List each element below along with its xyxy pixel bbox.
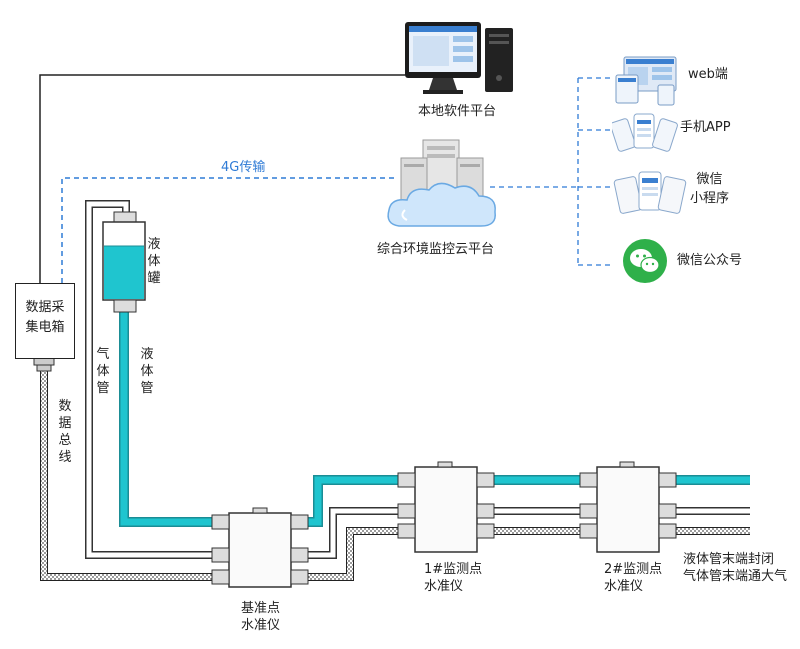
point1-instrument-body [397, 461, 495, 553]
local-platform-label: 本地软件平台 [418, 104, 497, 119]
collector-glands [33, 356, 55, 372]
liquid-tank [102, 211, 146, 313]
wechat-icon [623, 239, 667, 283]
point2-label: 2#监测点 [604, 562, 663, 577]
mini-program-icon [613, 171, 687, 214]
reference-point-label: 基准点 [241, 601, 281, 616]
client-links [490, 77, 612, 266]
web-label: web端 [688, 67, 728, 82]
reference-instrument-label: 水准仪 [241, 618, 281, 633]
4g-transmission-label: 4G传输 [221, 160, 266, 175]
gas-end-note: 气体管末端通大气 [683, 569, 788, 584]
liquid-pipe [119, 310, 750, 527]
4g-link-line [61, 177, 398, 283]
liquid-tank-label: 液体罐 [147, 237, 161, 286]
phone-app-icon [612, 113, 678, 152]
point2-instrument-label: 水准仪 [604, 579, 644, 594]
mini-program-label: 微信 小程序 [690, 172, 730, 206]
server-cloud-icon [387, 139, 496, 227]
data-bus-cable [40, 360, 750, 581]
cloud-platform-label: 综合环境监控云平台 [377, 242, 495, 257]
app-label: 手机APP [680, 120, 731, 135]
liquid-pipe-label: 液体管 [140, 347, 154, 396]
web-screen-icon [615, 56, 677, 106]
data-bus-label: 数据总线 [58, 399, 72, 465]
gas-pipe [85, 200, 750, 559]
gas-pipe-label: 气体管 [96, 347, 110, 396]
official-account-label: 微信公众号 [677, 253, 743, 268]
point1-instrument-label: 水准仪 [424, 579, 464, 594]
collector-box: 数据采集电箱 [15, 283, 75, 359]
liquid-end-note: 液体管末端封闭 [683, 552, 775, 567]
collector-label: 数据采集电箱 [25, 300, 65, 335]
local-link-line [39, 74, 405, 283]
point2-instrument-body [579, 461, 677, 553]
computer-icon [405, 22, 513, 94]
reference-instrument-body [211, 507, 309, 588]
point1-label: 1#监测点 [424, 562, 483, 577]
